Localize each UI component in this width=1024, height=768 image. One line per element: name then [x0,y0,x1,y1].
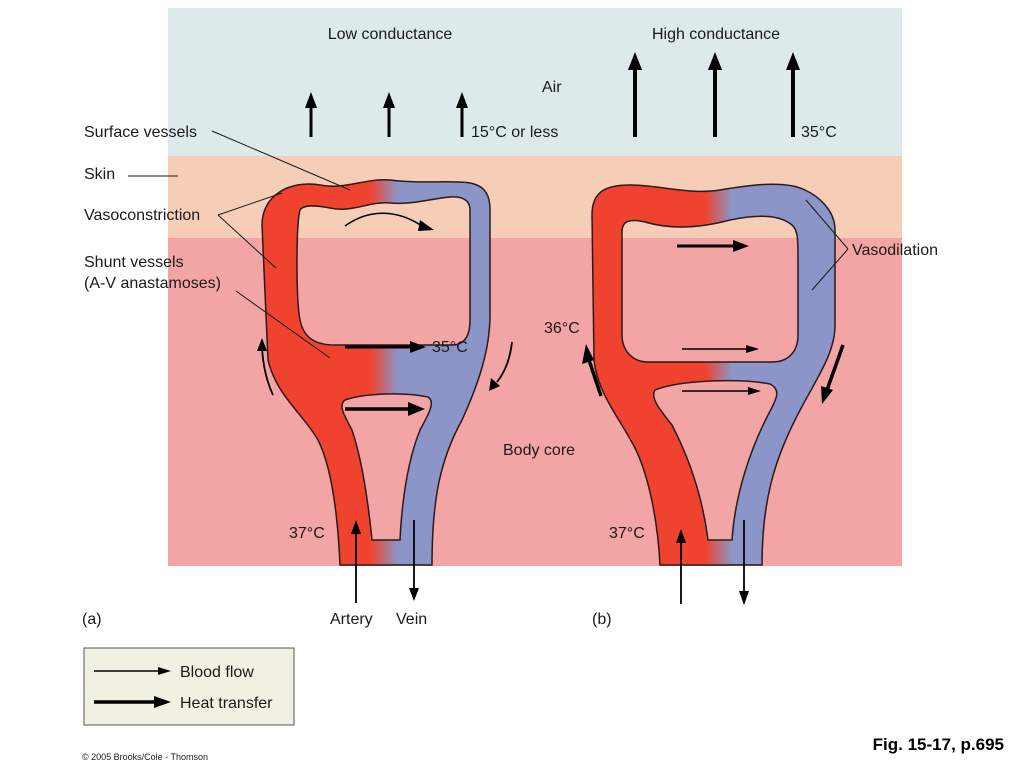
shunt-vessels-sublabel: (A-V anastamoses) [84,275,221,292]
air-label: Air [542,79,562,96]
air-temp-a: 15°C or less [471,124,558,141]
high-conductance-title: High conductance [652,26,780,43]
heat-arrows-air-b [628,52,800,137]
artery-label: Artery [330,611,373,628]
heat-transfer-arrows-a [345,341,426,416]
core-temp-b: 37°C [609,525,645,542]
shunt-vessels-label: Shunt vessels [84,254,184,271]
legend-box [83,647,295,726]
low-conductance-title: Low conductance [328,26,453,43]
legend: Blood flow Heat transfer [83,647,295,726]
blood-flow-legend-arrow [158,667,171,675]
blood-flow-arrows-a [257,212,513,603]
shunt-temp-a: 35°C [432,339,468,356]
panel-a-label: (a) [82,611,102,628]
core-temp-a: 37°C [289,525,325,542]
surface-vessels-label: Surface vessels [84,124,197,141]
skin-label: Skin [84,166,115,183]
air-temp-b: 35°C [801,124,837,141]
panel-b-label: (b) [592,611,612,628]
vessel-loop-a [261,179,491,566]
heat-transfer-legend-arrow [154,696,171,708]
vein-label: Vein [396,611,427,628]
legend-heat-transfer: Heat transfer [180,695,273,712]
vasodilation-label: Vasodilation [852,242,938,259]
body-core-label: Body core [503,442,575,459]
figure-reference: Fig. 15-17, p.695 [873,735,1004,754]
vasoconstriction-label: Vasoconstriction [84,207,200,224]
legend-blood-flow: Blood flow [180,664,254,681]
vessel-loop-b [591,183,836,566]
air-region [168,8,902,156]
temp-36-b: 36°C [544,320,580,337]
heat-transfer-arrows-b [582,240,845,404]
copyright: © 2005 Brooks/Cole - Thomson [82,752,208,762]
leader-lines [128,130,849,359]
blood-flow-arrows-b [676,345,761,605]
heat-arrows-air-a [305,92,468,137]
